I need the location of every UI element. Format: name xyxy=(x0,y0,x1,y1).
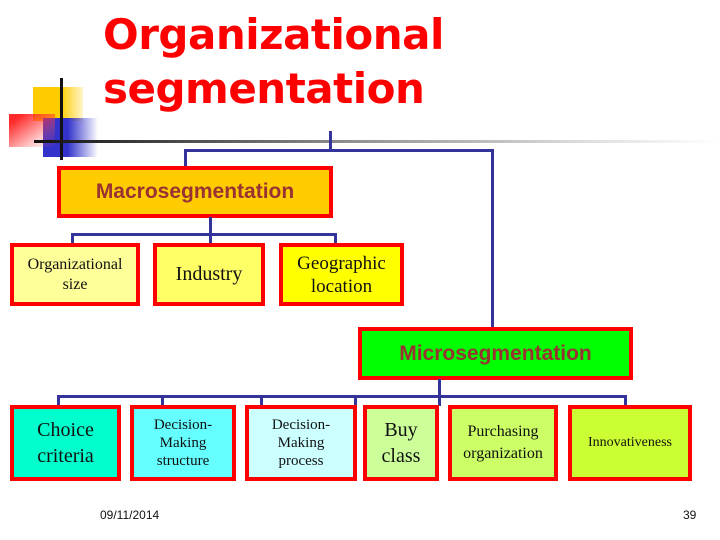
micro-child-buy-class: Buy class xyxy=(363,405,439,481)
connector-root-horizontal xyxy=(184,149,494,152)
box-label-line: Organizational xyxy=(27,255,123,273)
macro-child-geographic-location: Geographic location xyxy=(279,243,404,306)
title-line-2: segmentation xyxy=(103,64,425,113)
box-label-line: Decision- xyxy=(153,417,213,433)
slide-title: Organizational segmentation xyxy=(103,8,444,116)
macrosegmentation-label: Macrosegmentation xyxy=(95,180,295,203)
connector-macro-left xyxy=(71,233,74,244)
connector-micro-horizontal xyxy=(57,395,627,398)
box-label-line: Choice xyxy=(37,419,94,441)
connector-micro-3 xyxy=(260,395,263,406)
box-label-line: Innovativeness xyxy=(588,435,672,450)
box-label-line: Making xyxy=(159,435,207,451)
connector-macro-right xyxy=(334,233,337,244)
connector-to-macro xyxy=(184,149,187,167)
macrosegmentation-box: Macrosegmentation xyxy=(57,166,333,218)
box-label-line: class xyxy=(381,445,421,467)
connector-to-micro xyxy=(491,149,494,328)
box-label-line: Decision- xyxy=(271,417,331,433)
micro-child-decision-making-process: Decision- Making process xyxy=(245,405,357,481)
box-label-line: structure xyxy=(156,453,210,469)
microsegmentation-label: Microsegmentation xyxy=(399,341,592,365)
slide-date: 09/11/2014 xyxy=(100,508,160,522)
box-label-line: size xyxy=(62,275,88,293)
micro-child-decision-making-structure: Decision- Making structure xyxy=(130,405,236,481)
connector-micro-4 xyxy=(354,395,357,406)
connector-micro-2 xyxy=(161,395,164,406)
title-underline xyxy=(34,140,720,143)
macro-child-organizational-size: Organizational size xyxy=(10,243,140,306)
slide-page-number: 39 xyxy=(683,508,697,522)
macro-child-industry: Industry xyxy=(153,243,265,306)
micro-child-innovativeness: Innovativeness xyxy=(568,405,692,481)
box-label-line: Industry xyxy=(175,263,243,285)
title-line-1: Organizational xyxy=(103,10,444,59)
connector-root-stem xyxy=(329,131,332,152)
box-label-line: Purchasing xyxy=(467,423,539,440)
box-label-line: process xyxy=(278,453,324,469)
connector-micro-6 xyxy=(624,395,627,406)
connector-macro-horizontal xyxy=(71,233,337,236)
box-label-line: Making xyxy=(277,435,325,451)
connector-macro-stem xyxy=(209,217,212,245)
box-label-line: organization xyxy=(463,445,543,462)
microsegmentation-box: Microsegmentation xyxy=(358,327,633,380)
connector-micro-1 xyxy=(57,395,60,406)
micro-child-purchasing-organization: Purchasing organization xyxy=(448,405,558,481)
box-label-line: criteria xyxy=(37,445,94,467)
box-label-line: location xyxy=(310,275,373,297)
box-label-line: Geographic xyxy=(297,252,386,274)
micro-child-choice-criteria: Choice criteria xyxy=(10,405,121,481)
connector-micro-stem xyxy=(438,379,441,406)
box-label-line: Buy xyxy=(384,419,418,441)
decorative-vertical-line xyxy=(60,78,63,160)
